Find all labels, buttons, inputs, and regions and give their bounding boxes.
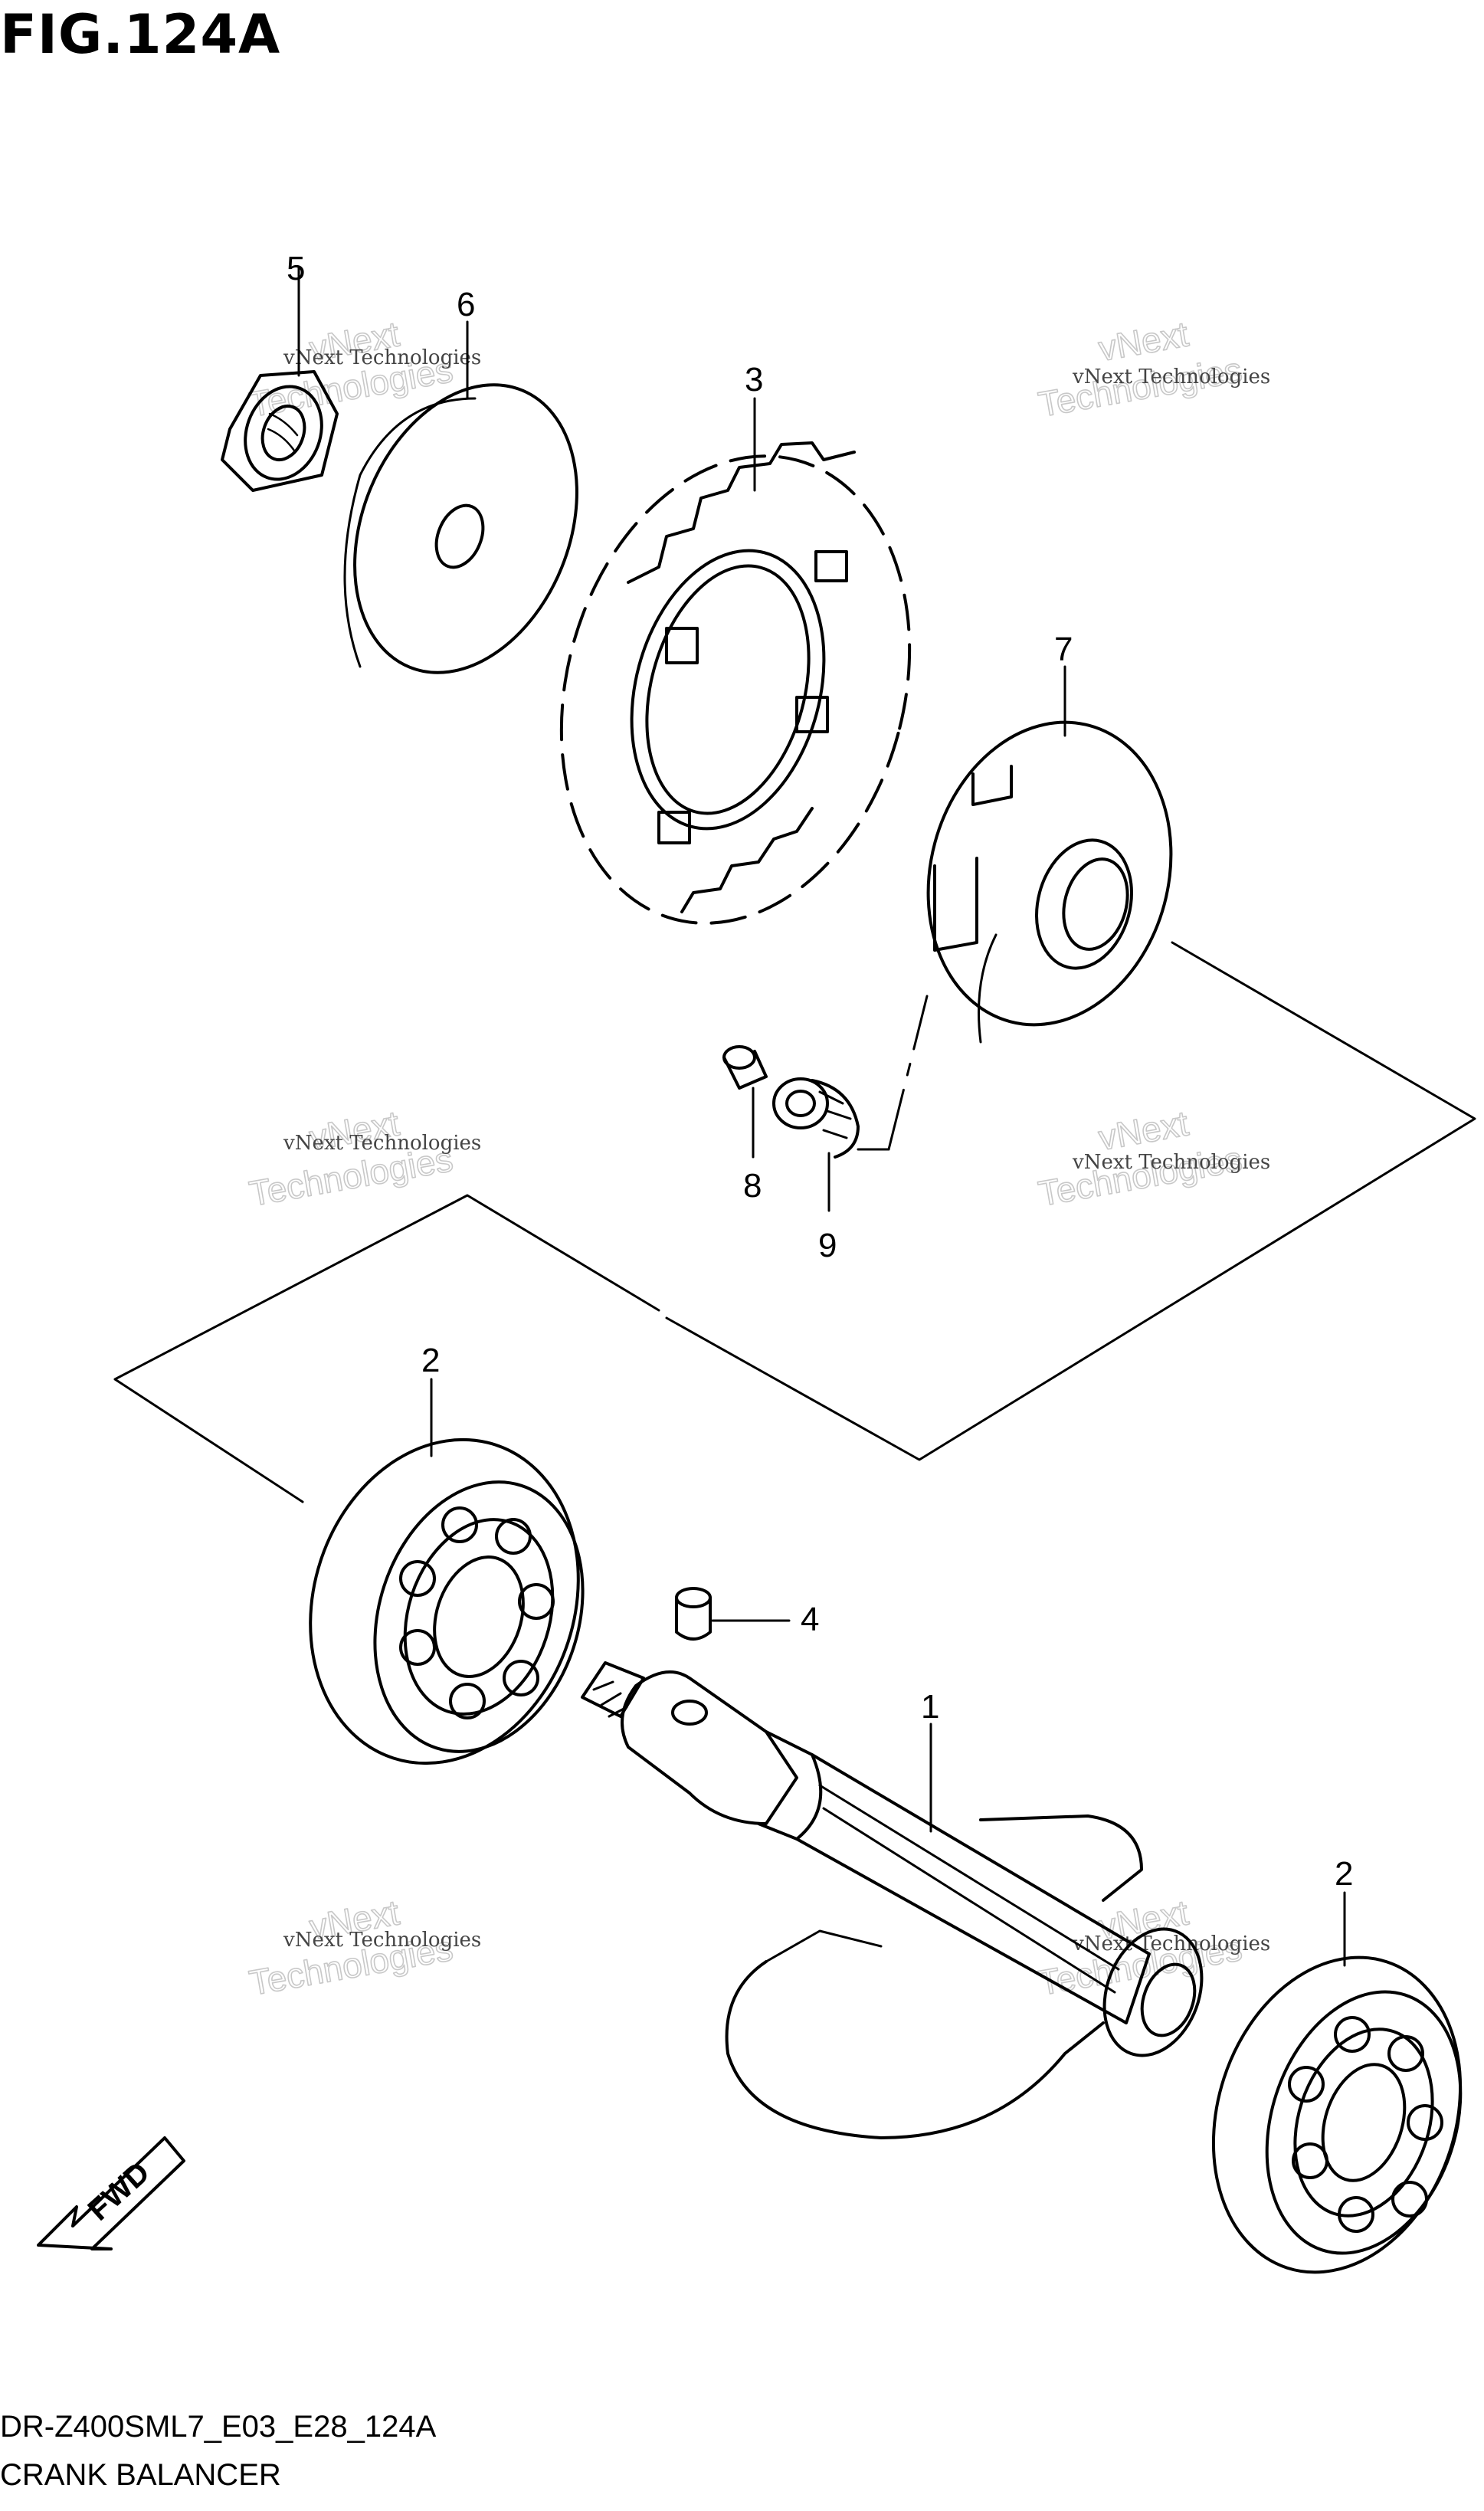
part-1-balancer-shaft [581, 1661, 1204, 2139]
part-3-gear [559, 397, 912, 925]
watermark-group: vNext Technologies vNext Technologies vN… [246, 313, 1271, 2004]
callout-number: 2 [421, 1342, 440, 1379]
part-8-pin [722, 1045, 768, 1159]
fwd-label: FWD [82, 2155, 156, 2227]
part-9-spring [772, 1077, 860, 1212]
watermark-text: vNext Technologies [1072, 1151, 1270, 1174]
part-5-nut [221, 267, 339, 492]
part-2-bearing-left [309, 1378, 585, 1765]
callout-number: 6 [457, 286, 475, 323]
callout-number: 3 [745, 361, 763, 398]
part-2-bearing-right [1211, 1891, 1463, 2274]
watermark-text: vNext Technologies [283, 1132, 481, 1155]
part-6-washer [343, 320, 578, 674]
guide-lines [113, 941, 1476, 1503]
watermark-text: vNext Technologies [1072, 1932, 1270, 1955]
callout-number: 2 [1335, 1855, 1353, 1893]
figure-title: FIG.124A [0, 3, 281, 66]
callout-number: 9 [818, 1227, 837, 1264]
callout-number: 4 [801, 1601, 819, 1638]
model-code: DR-Z400SML7_E03_E28_124A [0, 2410, 437, 2444]
watermark-text: vNext Technologies [283, 346, 481, 369]
watermark-text: vNext Technologies [283, 1929, 481, 1952]
part-7-cam [926, 665, 1173, 1044]
callout-number: 7 [1054, 631, 1073, 668]
fwd-arrow-icon: FWD [37, 2136, 185, 2250]
part-4-dowel [675, 1587, 791, 1641]
callout-number: 1 [921, 1688, 939, 1726]
watermark-text: vNext Technologies [1072, 366, 1270, 388]
figure-caption: CRANK BALANCER [0, 2458, 281, 2492]
callout-number: 5 [287, 250, 305, 287]
callout-number: 8 [743, 1167, 762, 1205]
